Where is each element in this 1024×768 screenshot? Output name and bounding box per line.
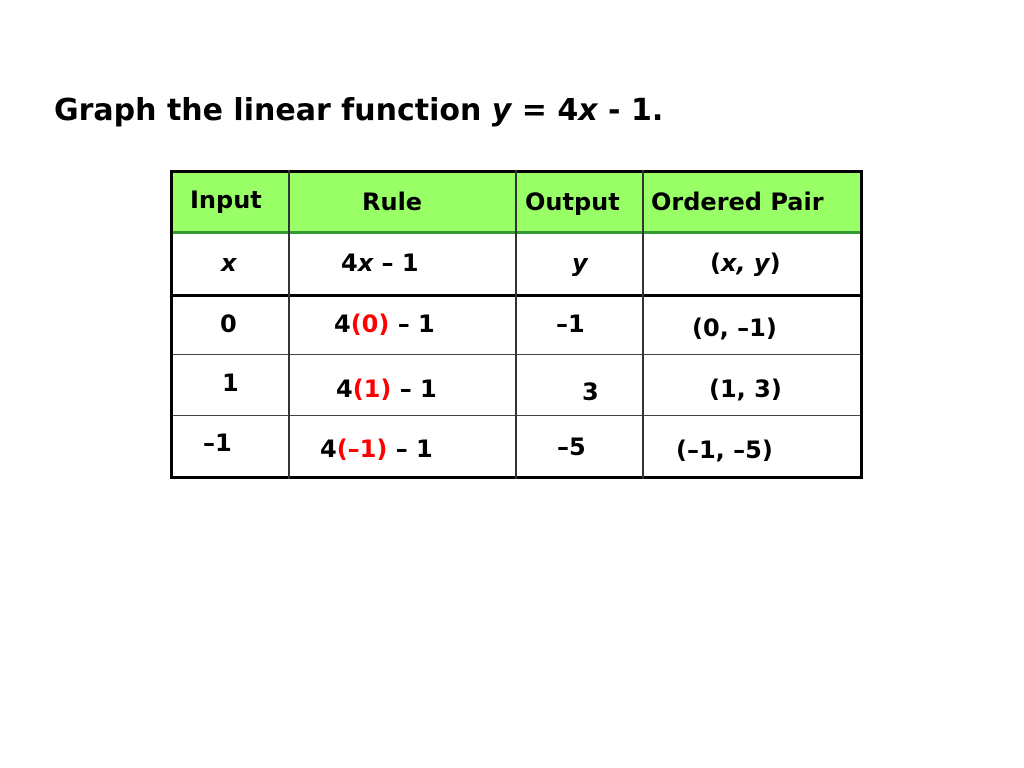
- row-1-rule-sub: (0): [350, 310, 390, 338]
- title-var-x: x: [578, 93, 598, 128]
- row-1-rule-coef: 4: [334, 310, 351, 338]
- header-ordered-pair: Ordered Pair: [651, 188, 824, 216]
- var-row-pair-close: ): [769, 249, 781, 277]
- row-2-rule-sub: (1): [352, 375, 392, 403]
- row-1-input: 0: [220, 310, 237, 338]
- col-divider-3: [642, 170, 644, 479]
- table-right-border: [860, 170, 863, 479]
- row-3-pair: (–1, –5): [676, 436, 773, 464]
- title-var-y: y: [491, 93, 512, 128]
- row-1-output: –1: [556, 310, 585, 338]
- var-row-pair-vars: x, y: [720, 249, 770, 277]
- row-1-rule: 4(0) – 1: [334, 310, 435, 338]
- header-input: Input: [190, 186, 262, 214]
- col-divider-1: [288, 170, 290, 479]
- row-2-rule-coef: 4: [336, 375, 353, 403]
- col-divider-2: [515, 170, 517, 479]
- row-2-rule-tail: – 1: [391, 375, 437, 403]
- title-suffix: - 1.: [597, 93, 664, 128]
- header-rule: Rule: [362, 188, 423, 216]
- row-3-rule-tail: – 1: [387, 435, 433, 463]
- var-row-output: y: [572, 249, 588, 277]
- row-2-rule: 4(1) – 1: [336, 375, 437, 403]
- row-1-rule-tail: – 1: [389, 310, 435, 338]
- title-prefix: Graph the linear function: [54, 93, 492, 128]
- row-3-rule-sub: (–1): [336, 435, 388, 463]
- row-3-rule: 4(–1) – 1: [320, 435, 433, 463]
- row-2-pair: (1, 3): [709, 375, 782, 403]
- var-row-rule: 4x – 1: [341, 249, 419, 277]
- row-3-rule-coef: 4: [320, 435, 337, 463]
- var-row-pair-open: (: [710, 249, 721, 277]
- table-left-border: [170, 170, 173, 479]
- var-row-rule-coef: 4: [341, 249, 358, 277]
- var-row-input: x: [221, 249, 237, 277]
- function-table: Input Rule Output Ordered Pair x 4x – 1 …: [170, 170, 863, 479]
- row-2-input: 1: [222, 369, 239, 397]
- header-output: Output: [525, 188, 620, 216]
- page-title: Graph the linear function y = 4x - 1.: [54, 91, 663, 131]
- var-row-rule-tail: – 1: [373, 249, 419, 277]
- row-1-pair: (0, –1): [692, 314, 777, 342]
- row-3-input: –1: [203, 429, 232, 457]
- var-row-rule-var: x: [357, 249, 374, 277]
- row-3-output: –5: [557, 433, 586, 461]
- title-equals: = 4: [511, 93, 579, 128]
- row-2-output: 3: [582, 378, 599, 406]
- var-row-pair: (x, y): [710, 249, 781, 277]
